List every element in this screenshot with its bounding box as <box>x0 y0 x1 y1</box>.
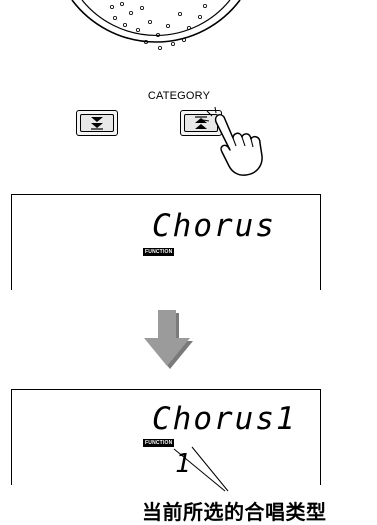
lcd-value: 1 <box>175 449 191 479</box>
callout-lines <box>173 446 229 492</box>
category-down-button[interactable] <box>76 110 118 136</box>
category-label: CATEGORY <box>147 90 211 102</box>
down-arrow-icon <box>144 310 193 369</box>
lcd-display-before: Chorus FUNCTION <box>11 194 321 290</box>
category-up-button[interactable] <box>180 110 222 136</box>
lcd-main-text: Chorus <box>152 208 276 244</box>
double-down-arrow-icon <box>91 117 103 130</box>
double-up-arrow-icon <box>195 116 207 129</box>
lcd-main-text: Chorus1 <box>152 401 297 437</box>
pointing-hand-icon <box>202 106 263 176</box>
function-indicator: FUNCTION <box>143 248 175 256</box>
caption-selected-chorus-type: 当前所选的合唱类型 <box>142 500 327 524</box>
lcd-display-after: Chorus1 FUNCTION 1 <box>11 389 321 485</box>
dial-illustration <box>71 0 241 51</box>
function-indicator: FUNCTION <box>143 439 175 447</box>
